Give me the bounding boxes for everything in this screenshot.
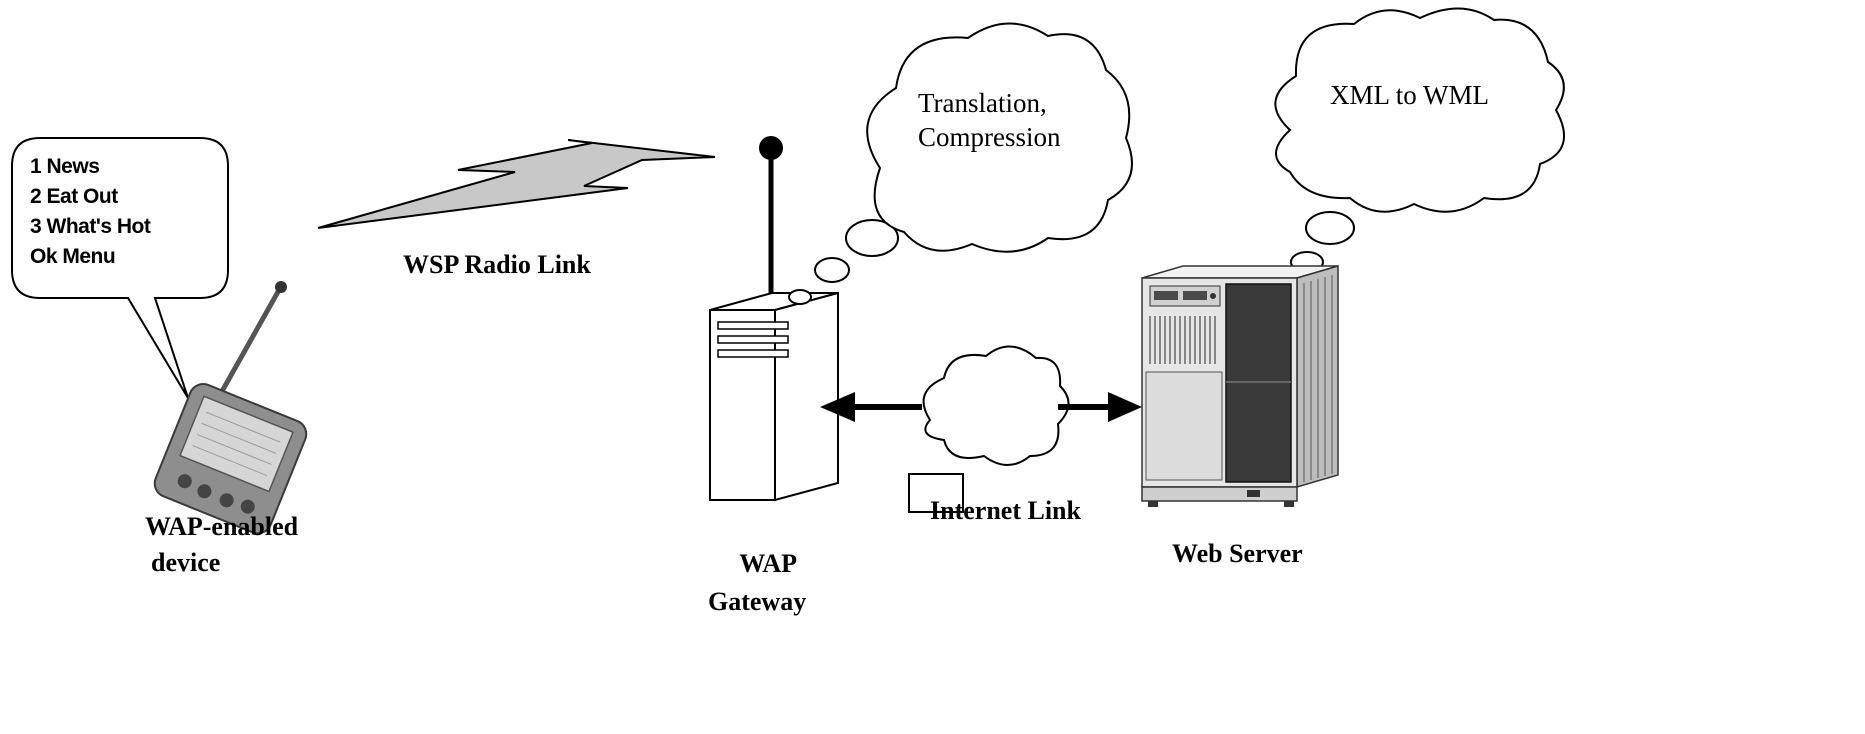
gateway-label-line1: WAP bbox=[739, 549, 797, 578]
menu-item-whats-hot: 3 What's Hot bbox=[30, 215, 151, 238]
device-label-line2: device bbox=[151, 548, 221, 577]
menu-item-eat-out: 2 Eat Out bbox=[30, 185, 118, 208]
radio-link-label: WSP Radio Link bbox=[403, 250, 591, 279]
web-server-icon bbox=[1141, 264, 1339, 507]
internet-link-arrow bbox=[820, 392, 1142, 422]
gateway-label-line2: Gateway bbox=[708, 587, 807, 616]
gateway-antenna-icon bbox=[759, 136, 783, 310]
device-label-line1: WAP-enabled bbox=[145, 512, 299, 541]
menu-speech-bubble bbox=[11, 137, 229, 399]
gateway-label: WAP Gateway bbox=[708, 549, 806, 617]
gateway-thought-text: Translation, Compression bbox=[918, 86, 1061, 154]
pda-device-icon bbox=[153, 281, 308, 535]
gateway-thought-line1: Translation, bbox=[918, 88, 1047, 118]
server-thought-cloud bbox=[1274, 7, 1565, 273]
web-server-label: Web Server bbox=[1172, 539, 1303, 568]
menu-item-news: 1 News bbox=[30, 155, 100, 178]
gateway-thought-line2: Compression bbox=[918, 122, 1061, 152]
gateway-server-icon bbox=[709, 291, 839, 502]
internet-link-label: Internet Link bbox=[930, 496, 1081, 525]
device-menu: 1 News 2 Eat Out 3 What's Hot Ok Menu bbox=[30, 152, 151, 272]
internet-link-box bbox=[908, 473, 964, 513]
device-label: WAP-enabled device bbox=[145, 512, 298, 578]
radio-link-bolt-icon bbox=[317, 139, 716, 229]
server-thought-text: XML to WML bbox=[1330, 80, 1489, 110]
menu-softkeys: Ok Menu bbox=[30, 245, 116, 268]
internet-cloud bbox=[922, 345, 1070, 466]
gateway-thought-cloud bbox=[788, 22, 1133, 305]
